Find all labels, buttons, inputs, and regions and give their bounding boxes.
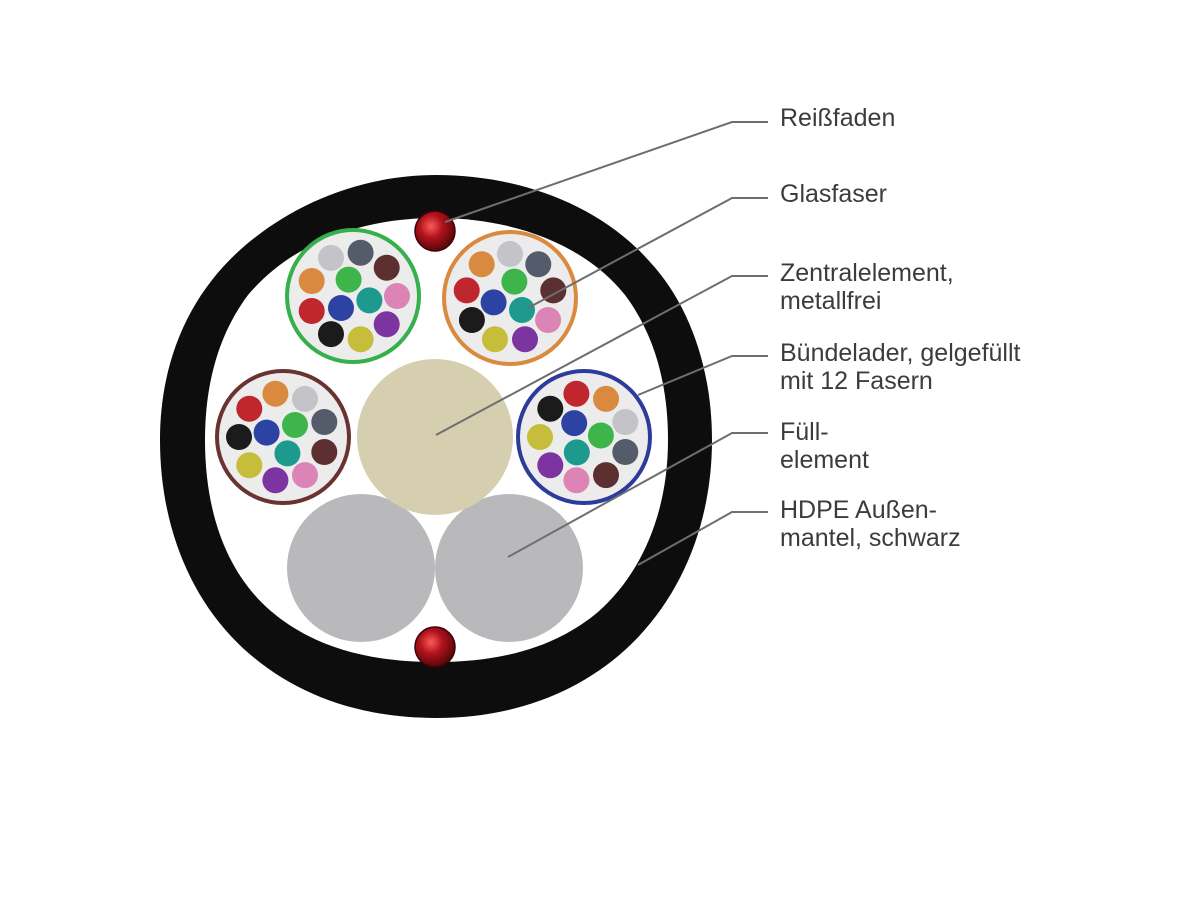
label-loose-tube-line-1: Bündelader, gelgefüllt: [780, 339, 1021, 367]
glass-fiber: [480, 289, 507, 316]
glass-fiber: [537, 452, 564, 479]
leader-line-central-element: [435, 275, 768, 436]
filler-element-left: [287, 494, 435, 642]
leader-line-outer-jacket: [637, 511, 768, 566]
glass-fiber: [356, 287, 383, 314]
label-outer-jacket: HDPE Außen- mantel, schwarz: [780, 496, 961, 552]
glass-fiber: [335, 266, 362, 293]
glass-fiber: [537, 395, 564, 422]
glass-fiber: [458, 307, 485, 333]
label-filler-element: Füll- element: [780, 418, 869, 474]
glass-fiber: [347, 326, 374, 353]
label-glass-fiber-line-1: Glasfaser: [780, 180, 887, 208]
glass-fiber: [311, 409, 338, 435]
label-central-element: Zentralelement, metallfrei: [780, 259, 954, 315]
glass-fiber: [453, 277, 480, 304]
glass-fiber: [253, 419, 280, 446]
glass-fiber: [593, 462, 619, 489]
label-rip-cord: Reißfaden: [780, 104, 895, 132]
loose-tube-orange: [442, 230, 578, 366]
label-loose-tube-line-2: mit 12 Fasern: [780, 367, 933, 395]
glass-fiber: [262, 467, 289, 494]
glass-fiber: [262, 380, 289, 407]
glass-fiber: [612, 409, 639, 435]
label-filler-element-line-1: Füll-: [780, 418, 829, 446]
label-loose-tube: Bündelader, gelgefüllt mit 12 Fasern: [780, 339, 1020, 395]
glass-fiber: [563, 439, 590, 466]
glass-fiber: [587, 422, 614, 449]
glass-fiber: [527, 424, 553, 450]
glass-fiber: [497, 241, 523, 267]
label-glass-fiber: Glasfaser: [780, 180, 887, 208]
glass-fiber: [298, 298, 325, 324]
glass-fiber: [563, 380, 590, 407]
glass-fiber: [274, 440, 301, 467]
glass-fiber: [563, 467, 590, 494]
glass-fiber: [328, 295, 354, 321]
glass-fiber: [501, 268, 528, 295]
glass-fiber: [512, 326, 538, 353]
glass-fiber: [347, 239, 374, 266]
glass-fiber: [318, 244, 344, 271]
glass-fiber: [468, 251, 495, 278]
glass-fiber: [282, 412, 308, 438]
filler-element-right: [435, 494, 583, 642]
glass-fiber: [525, 251, 552, 278]
rip-cord-top: [414, 210, 456, 252]
filler-elements: [287, 494, 583, 642]
glass-fiber: [373, 311, 400, 338]
loose-tube-blue: [516, 369, 652, 505]
glass-fiber: [384, 283, 410, 309]
leader-line-rip-cord: [444, 121, 768, 223]
glass-fiber: [593, 385, 619, 412]
leader-line-filler-element: [507, 432, 768, 558]
glass-fiber: [311, 439, 338, 465]
glass-fiber: [298, 268, 325, 294]
glass-fiber: [236, 452, 263, 479]
rip-cord-bottom: [414, 626, 456, 668]
label-central-element-line-2: metallfrei: [780, 287, 882, 315]
label-central-element-line-1: Zentralelement,: [780, 259, 954, 287]
label-outer-jacket-line-2: mantel, schwarz: [780, 524, 961, 552]
glass-fiber: [482, 326, 508, 353]
leader-lines: [435, 121, 768, 566]
glass-fiber: [236, 395, 263, 422]
glass-fiber: [612, 439, 639, 465]
leader-line-glass-fiber: [527, 197, 768, 309]
loose-tube-brown: [215, 369, 351, 505]
glass-fiber: [226, 424, 252, 450]
glass-fiber: [561, 410, 588, 437]
loose-tube-green: [285, 228, 421, 364]
glass-fiber: [292, 385, 318, 412]
glass-fiber: [535, 307, 562, 333]
central-element: [357, 359, 513, 515]
glass-fiber: [292, 462, 318, 489]
glass-fiber: [318, 321, 344, 348]
label-outer-jacket-line-1: HDPE Außen-: [780, 496, 938, 524]
glass-fiber: [373, 254, 400, 281]
leader-line-loose-tube: [637, 355, 768, 396]
label-filler-element-line-2: element: [780, 446, 869, 474]
label-rip-cord-line-1: Reißfaden: [780, 104, 896, 132]
glass-fiber: [509, 297, 535, 323]
